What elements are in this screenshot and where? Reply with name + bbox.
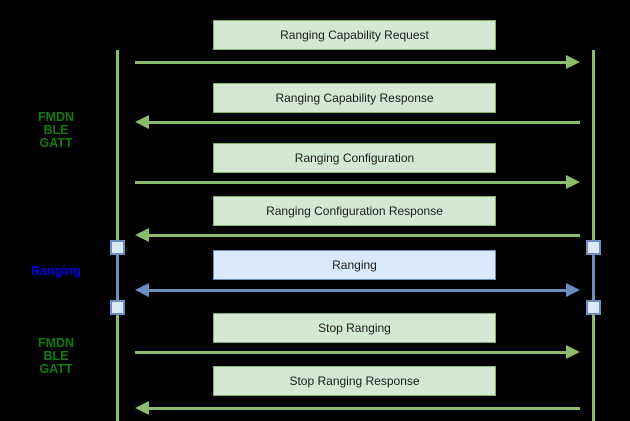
message-box-ranging-configuration: Ranging Configuration [213, 143, 496, 173]
phase-label-ranging: Ranging [0, 265, 112, 278]
arrow-shaft [146, 121, 580, 124]
message-label: Ranging Capability Request [280, 28, 429, 42]
arrowhead-left-icon [135, 228, 149, 242]
phase-label-line: FMDN [37, 336, 75, 350]
arrow-shaft [135, 61, 569, 64]
message-label: Stop Ranging Response [289, 374, 420, 388]
lifeline-left-ranging-segment [116, 246, 119, 306]
message-label: Ranging Configuration Response [266, 204, 443, 218]
message-box-stop-ranging-response: Stop Ranging Response [213, 366, 496, 396]
activation-marker-left-start [110, 240, 125, 255]
message-label: Ranging Configuration [294, 151, 415, 165]
phase-label-line: BLE [43, 349, 69, 363]
phase-label-line: Ranging [31, 264, 81, 278]
message-box-ranging-configuration-response: Ranging Configuration Response [213, 196, 496, 226]
phase-label-line: GATT [39, 362, 73, 376]
message-box-ranging-capability-response: Ranging Capability Response [213, 83, 496, 113]
arrowhead-right-icon [566, 283, 580, 297]
phase-label-fmdn-ble-gatt-top: FMDN BLE GATT [0, 111, 112, 150]
message-arrow-bidirectional [135, 283, 580, 297]
phase-label-fmdn-ble-gatt-bottom: FMDN BLE GATT [0, 337, 112, 376]
lifeline-right-ranging-segment [592, 246, 595, 306]
arrow-shaft [146, 289, 569, 292]
activation-marker-right-end [586, 300, 601, 315]
message-arrow-right [135, 175, 580, 189]
message-arrow-right [135, 55, 580, 69]
lifeline-left [116, 50, 119, 421]
message-arrow-right [135, 345, 580, 359]
phase-label-line: FMDN [37, 110, 75, 124]
arrow-shaft [135, 351, 569, 354]
arrowhead-left-icon [135, 283, 149, 297]
activation-marker-right-start [586, 240, 601, 255]
arrowhead-right-icon [566, 55, 580, 69]
phase-label-line: BLE [43, 123, 69, 137]
message-arrow-left [135, 228, 580, 242]
arrow-shaft [146, 234, 580, 237]
message-arrow-left [135, 115, 580, 129]
activation-marker-left-end [110, 300, 125, 315]
message-box-ranging: Ranging [213, 250, 496, 280]
arrowhead-right-icon [566, 345, 580, 359]
arrowhead-left-icon [135, 401, 149, 415]
message-label: Ranging [332, 258, 377, 272]
phase-label-line: GATT [39, 136, 73, 150]
message-arrow-left [135, 401, 580, 415]
message-label: Ranging Capability Response [275, 91, 434, 105]
arrow-shaft [135, 181, 569, 184]
arrowhead-left-icon [135, 115, 149, 129]
arrow-shaft [146, 407, 580, 410]
message-box-stop-ranging: Stop Ranging [213, 313, 496, 343]
arrowhead-right-icon [566, 175, 580, 189]
message-box-ranging-capability-request: Ranging Capability Request [213, 20, 496, 50]
message-label: Stop Ranging [318, 321, 391, 335]
lifeline-right [592, 50, 595, 421]
